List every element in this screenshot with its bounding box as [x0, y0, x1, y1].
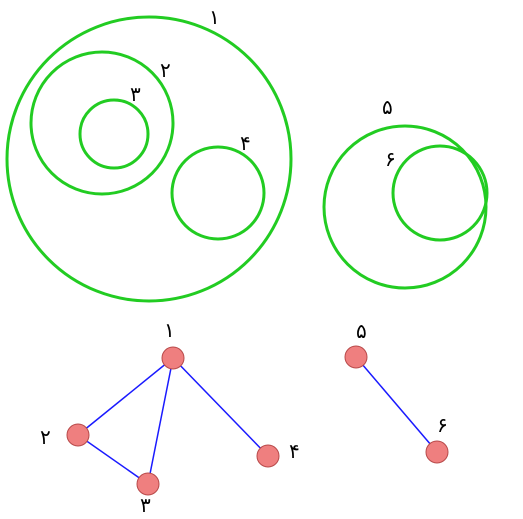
circle-4 [170, 145, 266, 241]
node-4 [256, 444, 280, 468]
circle-1 [5, 15, 293, 303]
edge-1-3 [147, 357, 174, 485]
node-1-label: ۱ [164, 318, 175, 342]
node-3-label: ۳ [140, 493, 151, 517]
circle-4-label: ۴ [240, 131, 251, 155]
node-4-label: ۴ [289, 439, 300, 463]
circle-6-label: ۶ [385, 147, 396, 171]
circle-diagram: ۱ ۲ ۳ ۴ ۵ ۶ [5, 5, 489, 303]
node-6 [425, 440, 449, 464]
edge-1-4 [172, 357, 269, 457]
edge-5-6 [355, 356, 438, 453]
circle-6 [391, 144, 489, 242]
node-5-label: ۵ [356, 319, 367, 343]
graph-diagram: ۱ ۲ ۳ ۴ ۵ ۶ [40, 318, 449, 517]
node-5 [344, 345, 368, 369]
node-1 [161, 346, 185, 370]
node-6-label: ۶ [437, 413, 448, 437]
node-2-label: ۲ [40, 425, 51, 449]
circle-3-label: ۳ [130, 82, 141, 106]
edge-1-2 [77, 357, 174, 436]
node-2 [66, 423, 90, 447]
circle-2-label: ۲ [160, 58, 171, 82]
node-3 [136, 472, 160, 496]
circle-2 [29, 50, 175, 196]
circle-3 [78, 98, 150, 170]
circle-5-label: ۵ [382, 95, 393, 119]
edge-2-3 [77, 434, 149, 485]
circle-1-label: ۱ [209, 5, 220, 29]
